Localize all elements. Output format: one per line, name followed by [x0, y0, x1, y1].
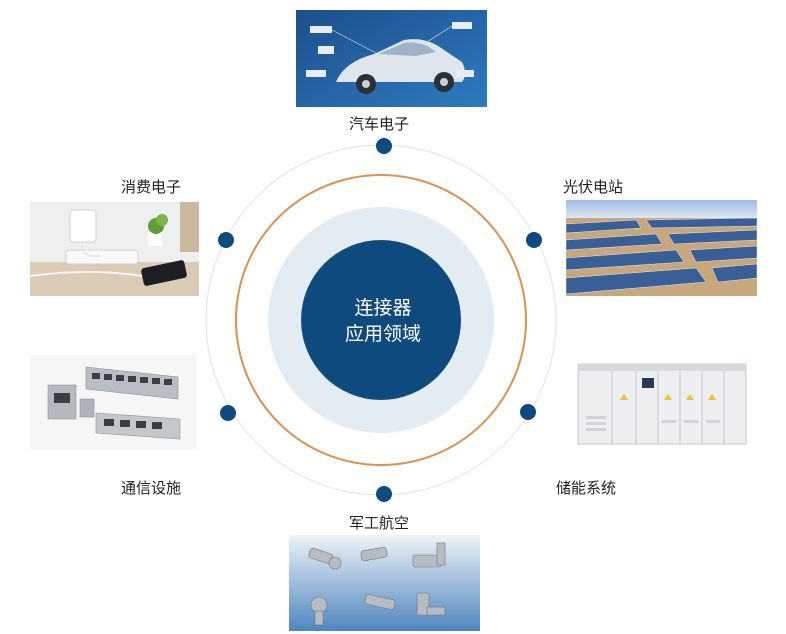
node-dot-solar: [526, 232, 542, 248]
label-military: 军工航空: [349, 514, 410, 532]
accent-ring: [235, 174, 527, 466]
center-title-line1: 连接器: [354, 297, 412, 319]
label-telecom: 通信设施: [121, 479, 182, 497]
photo-military: [289, 535, 480, 631]
label-solar: 光伏电站: [563, 178, 624, 196]
label-auto: 汽车电子: [349, 115, 410, 133]
center-title-line2: 应用领域: [344, 323, 421, 345]
node-dot-auto: [376, 138, 392, 154]
photo-auto: [296, 10, 487, 107]
node-dot-telecom: [220, 405, 236, 421]
photo-solar: [566, 200, 757, 296]
node-dot-storage: [520, 404, 536, 420]
photo-storage: [566, 356, 756, 450]
label-storage: 储能系统: [556, 479, 617, 497]
node-dot-consumer: [218, 232, 234, 248]
node-dot-military: [376, 486, 392, 502]
photo-consumer: [30, 202, 199, 296]
core-disc: [301, 240, 461, 400]
label-consumer: 消费电子: [121, 178, 182, 196]
photo-telecom: [30, 355, 197, 450]
center-title: 连接器 应用领域: [278, 295, 488, 347]
